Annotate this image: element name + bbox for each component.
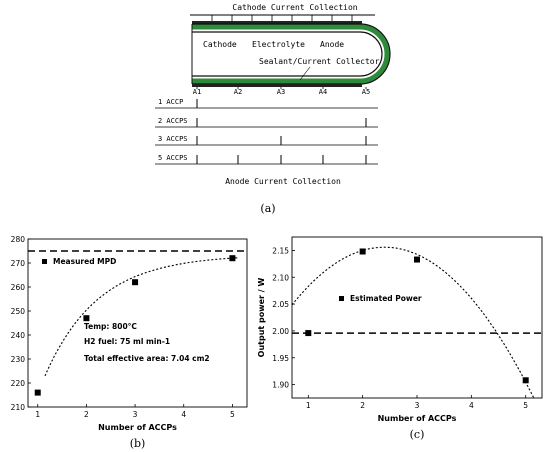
x-tick-label: 3: [415, 401, 420, 410]
x-tick-label: 4: [469, 401, 474, 410]
y-tick-label: 230: [11, 355, 26, 364]
data-point: [229, 255, 236, 262]
caption-a: (a): [260, 202, 275, 215]
x-tick-label: 1: [35, 410, 40, 419]
x-axis-label: Number of ACCPs: [98, 423, 177, 432]
y-tick-label: 260: [11, 283, 26, 292]
sealant-label: Sealant/Current Collector: [259, 57, 380, 66]
data-point: [132, 279, 139, 286]
y-tick-label: 2.10: [272, 273, 289, 282]
data-point: [414, 256, 420, 263]
y-tick-label: 2.00: [272, 327, 289, 336]
fit-curve: [291, 246, 535, 399]
cathode-collection-label: Cathode Current Collection: [232, 3, 357, 12]
data-point: [522, 377, 529, 384]
y-tick-label: 2.05: [272, 300, 289, 309]
annotation-fuel: H2 fuel: 75 ml min-1: [84, 337, 170, 346]
fit-curve: [44, 257, 238, 377]
chart-c-estimated-power: 1.90 1.95 2.00 2.05 2.10 2.15 1 2 3 4 5 Estimated P…: [257, 236, 543, 441]
y-tick-label: 210: [11, 403, 26, 412]
legend-marker: [42, 259, 47, 264]
x-tick-label: 4: [181, 410, 186, 419]
y-tick-label: 1.90: [272, 381, 289, 390]
position-label: A2: [234, 88, 242, 96]
position-label: A3: [277, 88, 285, 96]
position-labels: A1 A2 A3 A4 A5: [193, 87, 370, 96]
annotation-area: Total effective area: 7.04 cm2: [84, 354, 210, 363]
x-tick-label: 1: [306, 401, 311, 410]
anode-layer: [192, 31, 383, 77]
y-tick-label: 240: [11, 331, 26, 340]
chart-caption: (c): [410, 428, 425, 441]
y-tick-label: 280: [11, 235, 26, 244]
legend-label: Measured MPD: [53, 257, 116, 266]
cathode-bottom-layer: [192, 84, 362, 87]
x-tick-label: 2: [84, 410, 89, 419]
y-tick-label: 220: [11, 379, 26, 388]
chart-b-measured-mpd: 210 220 230 240 250 260 270 280 1 2 3 4 5 Measured MP…: [11, 235, 248, 450]
x-tick-label: 5: [523, 401, 528, 410]
x-tick-label: 3: [133, 410, 138, 419]
y-axis-label: Output power / W: [257, 278, 266, 358]
accp-config-label: 1 ACCP: [158, 98, 183, 106]
data-point: [83, 315, 90, 322]
sealant-pointer: [299, 66, 311, 81]
cathode-label: Cathode: [203, 40, 237, 49]
electrolyte-layer: [192, 24, 390, 84]
anode-label: Anode: [320, 40, 344, 49]
position-label: A5: [362, 88, 370, 96]
anode-collection-label: Anode Current Collection: [225, 177, 341, 186]
y-tick-label: 250: [11, 307, 26, 316]
x-tick-label: 5: [230, 410, 235, 419]
legend-marker: [339, 296, 344, 301]
cathode-taps: [211, 15, 353, 21]
tube-outline: [192, 23, 391, 85]
position-label: A1: [193, 88, 201, 96]
electrolyte-label: Electrolyte: [252, 40, 305, 49]
y-tick-label: 2.15: [272, 246, 289, 255]
accp-configurations: 1 ACCP 2 ACCPS 3 ACCPS 5 ACCPS: [155, 98, 378, 165]
annotation-temp: Temp: 800°C: [84, 322, 137, 331]
plot-frame: [27, 238, 248, 408]
y-tick-label: 270: [11, 259, 26, 268]
chart-caption: (b): [130, 437, 146, 450]
data-point: [305, 330, 312, 337]
panel-a-diagram: Cathode Current Collection Cathode Elect…: [155, 3, 391, 215]
accp-config-label: 3 ACCPS: [158, 135, 188, 143]
x-tick-label: 2: [360, 401, 365, 410]
accp-config-label: 5 ACCPS: [158, 154, 188, 162]
y-tick-label: 1.95: [272, 354, 289, 363]
x-axis-label: Number of ACCPs: [378, 414, 457, 423]
data-point: [359, 248, 366, 255]
data-point: [34, 389, 41, 396]
legend-label: Estimated Power: [350, 294, 422, 303]
position-label: A4: [319, 88, 327, 96]
accp-config-label: 2 ACCPS: [158, 117, 188, 125]
